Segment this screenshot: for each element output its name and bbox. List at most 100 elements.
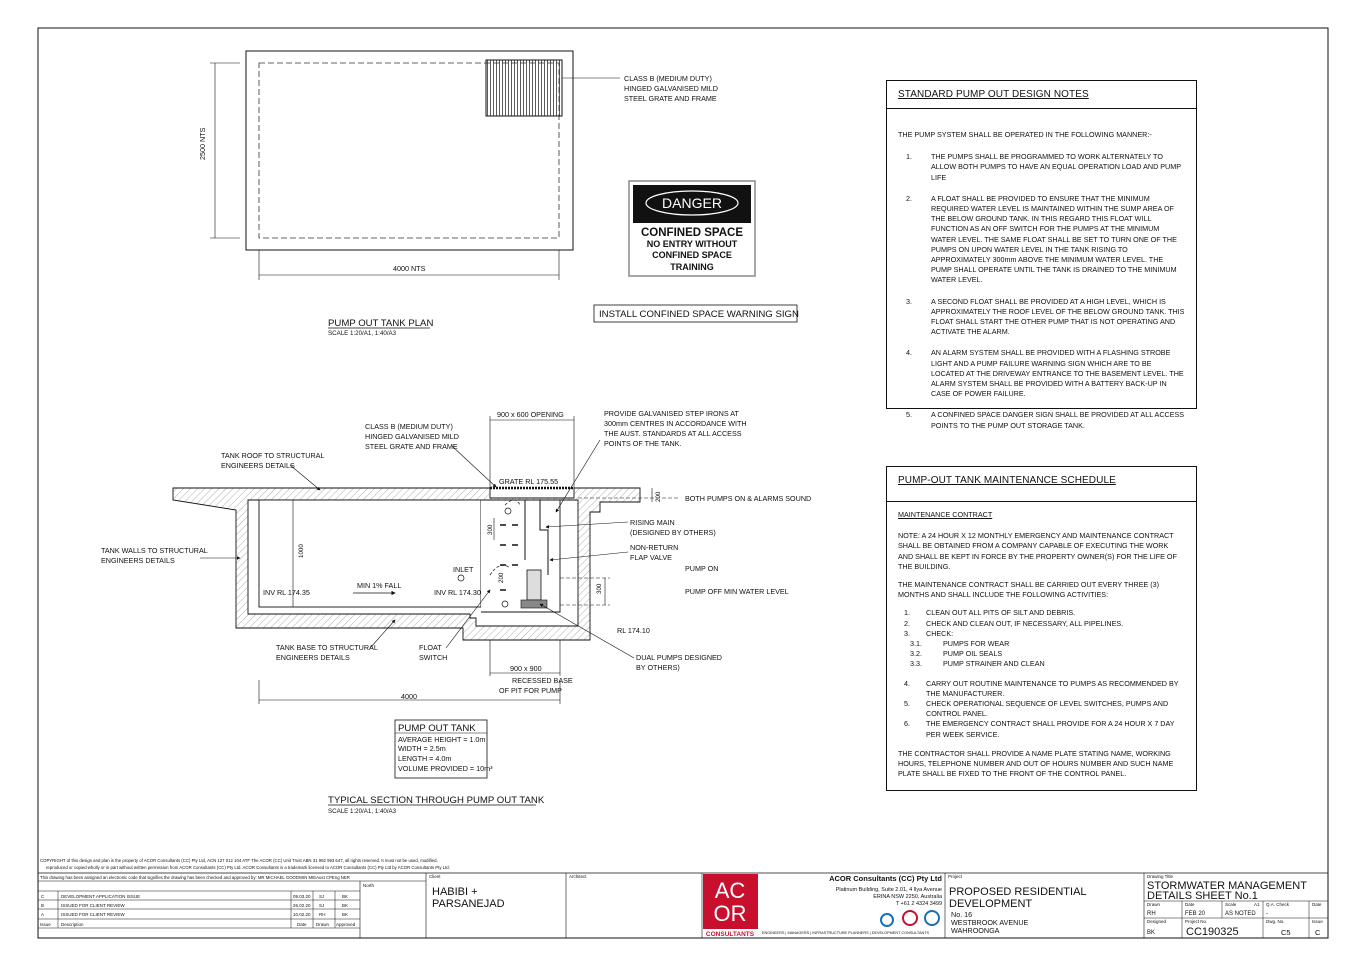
issue-value: C <box>1315 928 1321 937</box>
section-step-note-4: POINTS OF THE TANK. <box>604 439 681 448</box>
qa-label: Q.A. Check <box>1266 902 1290 907</box>
plan-height-dim: 2500 NTS <box>198 127 207 160</box>
project-no-label: Project No. <box>1185 919 1207 924</box>
section-dim-200-top: 200 <box>655 491 662 502</box>
section-walls-note-2: ENGINEERS DETAILS <box>101 556 175 565</box>
dwg-no-value: C5 <box>1281 928 1291 937</box>
section-inlet: INLET <box>453 565 474 574</box>
section-walls-note-1: TANK WALLS TO STRUCTURAL <box>101 546 208 555</box>
rev-row-1-desc: DEVELOPMENT APPLICATION ISSUE <box>61 894 140 899</box>
section-fall: MIN 1% FALL <box>357 581 401 590</box>
sign-line1: NO ENTRY WITHOUT <box>647 239 738 249</box>
design-notes-panel: STANDARD PUMP OUT DESIGN NOTES THE PUMP … <box>886 80 1197 430</box>
pump-out-tank-section: 900 x 600 OPENING CLASS B (MEDIUM DUTY) … <box>101 409 811 815</box>
maint-item-6: THE EMERGENCY CONTRACT SHALL PROVIDE FOR… <box>926 719 1175 739</box>
maintenance-panel: PUMP-OUT TANK MAINTENANCE SCHEDULE MAINT… <box>886 466 1197 791</box>
section-rising-main-1: RISING MAIN <box>630 518 675 527</box>
note-item: 5.A CONFINED SPACE DANGER SIGN SHALL BE … <box>898 410 1185 430</box>
section-base-note-2: ENGINEERS DETAILS <box>276 653 350 662</box>
rev-row-2-approved: BK <box>342 903 348 908</box>
note-item: 2. A FLOAT SHALL BE PROVIDED TO ENSURE TH… <box>898 194 1185 286</box>
drawing-title-2: DETAILS SHEET No.1 <box>1147 890 1258 902</box>
certification-logos <box>880 910 940 927</box>
tank-box-line-2: WIDTH = 2.5m <box>398 744 446 753</box>
rev-header-desc: Description <box>61 922 84 927</box>
note-item: 3. A SECOND FLOAT SHALL BE PROVIDED AT A … <box>898 297 1185 338</box>
maint-item-4: CARRY OUT ROUTINE MAINTENANCE TO PUMPS A… <box>926 678 1179 698</box>
section-grate-note-1: CLASS B (MEDIUM DUTY) <box>365 422 453 431</box>
design-notes-intro: THE PUMP SYSTEM SHALL BE OPERATED IN THE… <box>898 130 1152 139</box>
maint-item-1: CLEAN OUT ALL PITS OF SILT AND DEBRIS. <box>926 608 1076 618</box>
plan-grate-note-3: STEEL GRATE AND FRAME <box>624 94 717 103</box>
plan-grate-note-1: CLASS B (MEDIUM DUTY) <box>624 74 712 83</box>
section-roof-note-1: TANK ROOF TO STRUCTURAL <box>221 451 324 460</box>
sheet-border <box>37 27 1329 939</box>
rev-row-1-drawn: SJ <box>319 894 324 899</box>
rev-row-3-approved: BK <box>342 912 348 917</box>
note-item: 1. THE PUMPS SHALL BE PROGRAMMED TO WORK … <box>898 152 1185 183</box>
section-non-return-1: NON-RETURN <box>630 543 678 552</box>
scale-size: A1 <box>1254 902 1260 907</box>
plan-grate-note-2: HINGED GALVANISED MILD <box>624 84 718 93</box>
project-name-1: PROPOSED RESIDENTIAL <box>949 886 1087 898</box>
section-title: TYPICAL SECTION THROUGH PUMP OUT TANK <box>328 795 545 806</box>
plan-width-dim: 4000 NTS <box>393 264 426 273</box>
section-float-2: SWITCH <box>419 653 447 662</box>
section-grate-note-2: HINGED GALVANISED MILD <box>365 432 459 441</box>
drawing-title-1: STORMWATER MANAGEMENT <box>1147 880 1307 892</box>
section-pump-off: PUMP OFF MIN WATER LEVEL <box>685 587 789 596</box>
site-address-1: No. 16 <box>951 910 972 919</box>
scale-value: AS NOTED <box>1225 911 1256 917</box>
sign-caption: INSTALL CONFINED SPACE WARNING SIGN <box>599 309 799 320</box>
company-services: ENGINEERS | MANAGERS | INFRASTRUCTURE PL… <box>762 931 930 935</box>
rev-row-3-date: 10.02.20 <box>293 912 311 917</box>
rev-header-approved: Approved <box>336 922 356 927</box>
section-step-note-2: 300mm CENTRES IN ACCORDANCE WITH <box>604 419 747 428</box>
designed-value: BK <box>1147 930 1155 936</box>
section-grate-rl: GRATE RL 175.55 <box>499 477 558 486</box>
section-grate-note-3: STEEL GRATE AND FRAME <box>365 442 458 451</box>
sign-line3: TRAINING <box>670 262 714 272</box>
sign-danger: DANGER <box>662 195 722 211</box>
designed-label: Designed <box>1147 919 1167 924</box>
note-2-text: A FLOAT SHALL BE PROVIDED TO ENSURE THAT… <box>931 193 1177 285</box>
maint-sub-1: PUMPS FOR WEAR <box>943 639 1010 649</box>
maint-item-3: CHECK: <box>926 628 954 638</box>
rev-row-1-issue: C <box>41 894 45 899</box>
maintenance-p2: THE MAINTENANCE CONTRACT SHALL BE CARRIE… <box>898 580 1160 600</box>
scale-label: Scale <box>1225 902 1237 907</box>
site-address-3: WAHROONGA <box>951 926 1000 935</box>
note-1-text: THE PUMPS SHALL BE PROGRAMMED TO WORK AL… <box>931 152 1181 182</box>
note-4-text: AN ALARM SYSTEM SHALL BE PROVIDED WITH A… <box>931 348 1184 399</box>
rev-header-drawn: Drawn <box>316 922 330 927</box>
rev-row-2-date: 26.02.20 <box>293 903 311 908</box>
section-pit-note-2: OF PIT FOR PUMP <box>499 686 562 695</box>
note-4-number: 4. <box>906 348 912 358</box>
rev-row-2-drawn: SJ <box>319 903 324 908</box>
maintenance-p1: NOTE: A 24 HOUR X 12 MONTHLY EMERGENCY A… <box>898 531 1177 571</box>
client-name-1: HABIBI + <box>432 886 478 898</box>
sign-confined: CONFINED SPACE <box>641 227 743 239</box>
tank-box-title: PUMP OUT TANK <box>398 723 476 734</box>
logo-word: CONSULTANTS <box>706 931 755 938</box>
note-item: 4. AN ALARM SYSTEM SHALL BE PROVIDED WITH… <box>898 348 1185 399</box>
note-3-number: 3. <box>906 296 912 306</box>
rev-row-3-issue: A <box>41 912 44 917</box>
section-step-note-1: PROVIDE GALVANISED STEP IRONS AT <box>604 409 739 418</box>
note-1-number: 1. <box>906 152 912 162</box>
section-roof-note-2: ENGINEERS DETAILS <box>221 461 295 470</box>
section-scale: SCALE 1:20/A1, 1:40/A3 <box>328 808 397 815</box>
title-block: COPYRIGHT of this design and plan is the… <box>38 858 1328 938</box>
section-dim-1000: 1000 <box>298 544 305 558</box>
note-2-number: 2. <box>906 193 912 203</box>
issue-label: Issue <box>1312 919 1323 924</box>
section-float-1: FLOAT <box>419 643 442 652</box>
tank-box-line-1: AVERAGE HEIGHT = 1.0m <box>398 735 485 744</box>
note-3-text: A SECOND FLOAT SHALL BE PROVIDED AT A HI… <box>931 296 1185 337</box>
section-dim-200-pit: 200 <box>498 572 505 583</box>
maint-item-2: CHECK AND CLEAN OUT, IF NECESSARY, ALL P… <box>926 618 1124 628</box>
tank-box-line-3: LENGTH = 4.0m <box>398 754 451 763</box>
rev-row-1-date: 09.03.20 <box>293 894 311 899</box>
dwg-no-label: Dwg. No. <box>1266 919 1285 924</box>
project-no-value: CC190325 <box>1186 926 1239 938</box>
